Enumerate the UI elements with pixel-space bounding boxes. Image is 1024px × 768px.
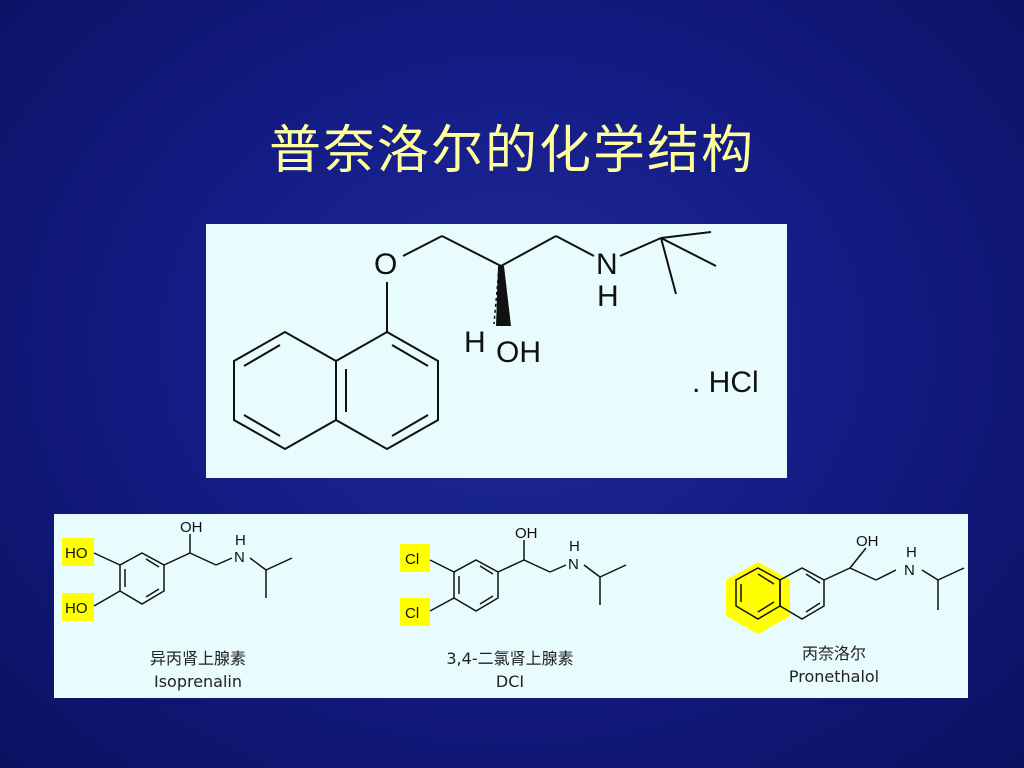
hcl-salt: . HCl — [692, 366, 759, 399]
dci-substituent-2: Cl — [405, 605, 419, 622]
dci-oh: OH — [515, 525, 538, 542]
highlight-benzene-ring — [726, 562, 790, 634]
pronethalol-en-name: Pronethalol — [789, 667, 879, 686]
dci-structure: Cl Cl OH H N 3,4-二氯肾上腺素 DCI — [400, 525, 627, 691]
propranolol-structure-panel: O N H H OH . HCl — [206, 224, 787, 478]
pronethalol-nh: H — [906, 544, 917, 561]
pronethalol-oh: OH — [856, 533, 879, 550]
atom-h: H — [464, 326, 486, 359]
atom-nh: H — [597, 280, 619, 313]
isoprenalin-cn-name: 异丙肾上腺素 — [150, 649, 246, 668]
naphthalene-ring — [233, 330, 439, 451]
side-chain-bonds — [386, 231, 717, 332]
isoprenalin-nh: H — [235, 532, 246, 549]
isoprenalin-n: N — [234, 549, 245, 566]
atom-n: N — [596, 248, 618, 281]
highlight-cl-2 — [400, 598, 430, 626]
isoprenalin-substituent-1: HO — [65, 545, 88, 562]
stereo-wedge-bond — [496, 266, 511, 326]
atom-o: O — [374, 248, 397, 281]
comparison-diagram: HO HO OH H N 异丙肾上腺素 Isoprenalin — [62, 519, 965, 691]
pronethalol-n: N — [904, 562, 915, 579]
isoprenalin-structure: HO HO OH H N 异丙肾上腺素 Isoprenalin — [62, 519, 293, 691]
highlight-ho-1 — [62, 538, 94, 566]
highlight-cl-1 — [400, 544, 430, 572]
dci-substituent-1: Cl — [405, 551, 419, 568]
isoprenalin-substituent-2: HO — [65, 600, 88, 617]
dci-nh: H — [569, 538, 580, 555]
dci-en-name: DCI — [496, 672, 524, 691]
comparison-panel: HO HO OH H N 异丙肾上腺素 Isoprenalin — [54, 514, 968, 698]
dci-n: N — [568, 556, 579, 573]
isoprenalin-en-name: Isoprenalin — [154, 672, 242, 691]
slide-title: 普奈洛尔的化学结构 — [268, 121, 755, 181]
pronethalol-structure: OH H N 丙奈洛尔 Pronethalol — [726, 533, 965, 686]
pronethalol-cn-name: 丙奈洛尔 — [802, 644, 866, 663]
dci-cn-name: 3,4-二氯肾上腺素 — [446, 649, 573, 668]
isoprenalin-oh: OH — [180, 519, 203, 536]
propranolol-structure-diagram: O N H H OH . HCl — [233, 231, 759, 451]
highlight-ho-2 — [62, 593, 94, 621]
atom-oh: OH — [496, 336, 541, 369]
